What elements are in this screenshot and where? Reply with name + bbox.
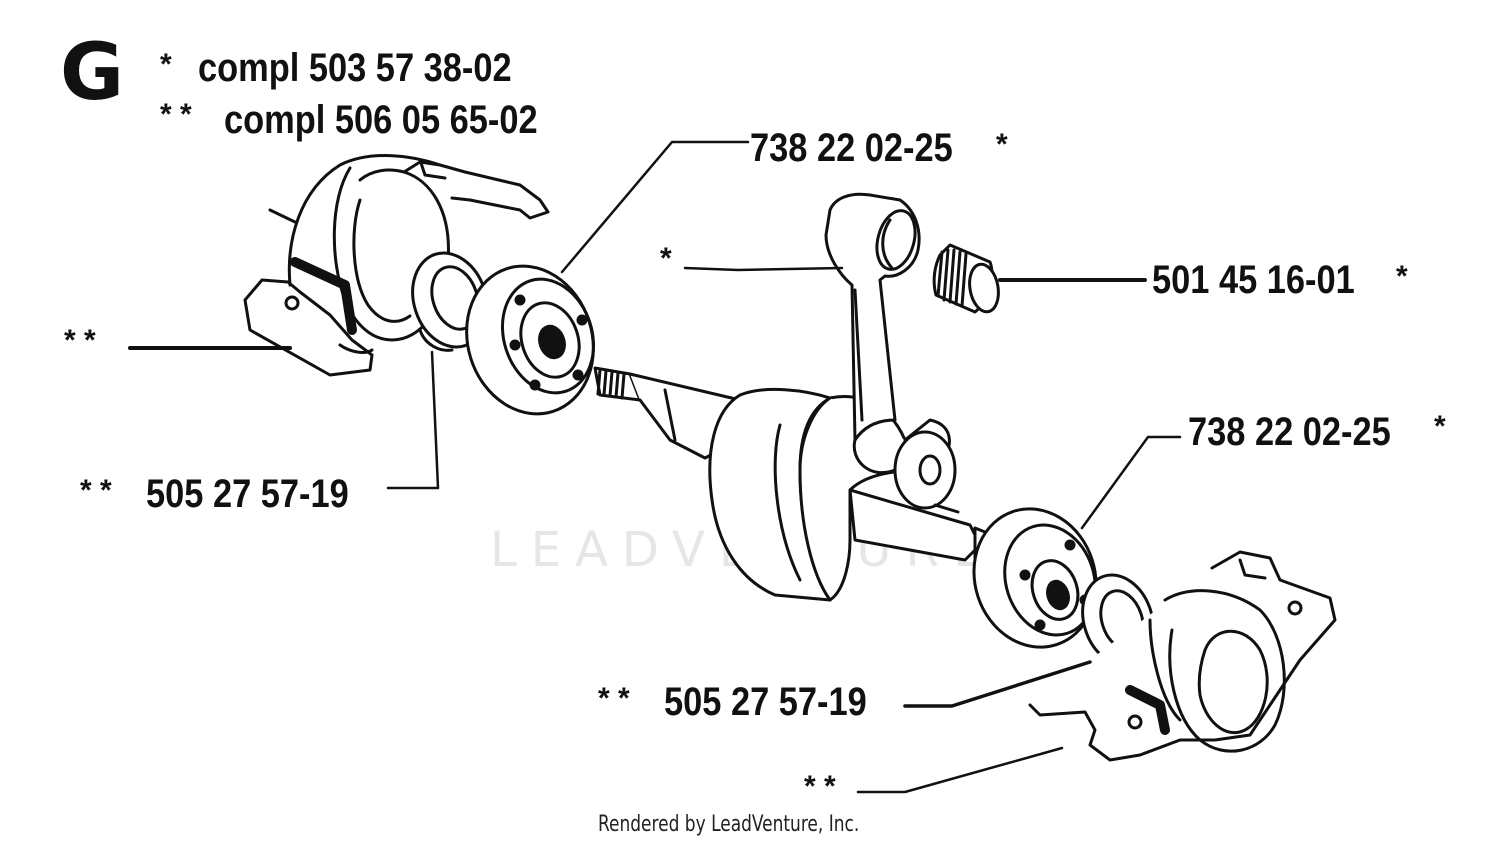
callout-bearing-top-marker: * xyxy=(996,128,1008,161)
kit-2-marker: * * xyxy=(160,98,192,131)
callout-bearing-bottom-marker: * xyxy=(1434,410,1446,443)
kit-1-marker: * xyxy=(160,48,172,81)
connecting-rod xyxy=(826,194,921,472)
callout-needle-bearing-part: 501 45 16-01 xyxy=(1152,258,1355,302)
callout-housing-right-marker: * * xyxy=(804,770,836,803)
left-bearing-housing xyxy=(245,156,548,375)
callout-seal-left-part: 505 27 57-19 xyxy=(146,472,349,516)
crankshaft xyxy=(595,368,1005,600)
callout-bearing-bottom-part: 738 22 02-25 xyxy=(1188,410,1391,454)
callout-seal-left-marker: * * xyxy=(80,474,112,507)
callout-housing-left-marker: * * xyxy=(64,324,96,357)
kit-2-label: compl 506 05 65-02 xyxy=(224,98,538,142)
callout-connecting-rod-marker: * xyxy=(660,242,672,275)
needle-bearing xyxy=(934,245,1002,314)
right-bearing-housing xyxy=(1030,552,1335,760)
callout-needle-bearing-marker: * xyxy=(1396,260,1408,293)
callout-bearing-top-part: 738 22 02-25 xyxy=(750,126,953,170)
leader-lines xyxy=(130,142,1180,792)
kit-1-label: compl 503 57 38-02 xyxy=(198,46,512,90)
callout-seal-right-part: 505 27 57-19 xyxy=(664,680,867,724)
left-ball-bearing xyxy=(448,250,612,431)
footer-credit: Rendered by LeadVenture, Inc. xyxy=(598,812,860,837)
section-letter: G xyxy=(60,28,125,118)
right-ball-bearing xyxy=(956,493,1113,663)
callout-seal-right-marker: * * xyxy=(598,682,630,715)
